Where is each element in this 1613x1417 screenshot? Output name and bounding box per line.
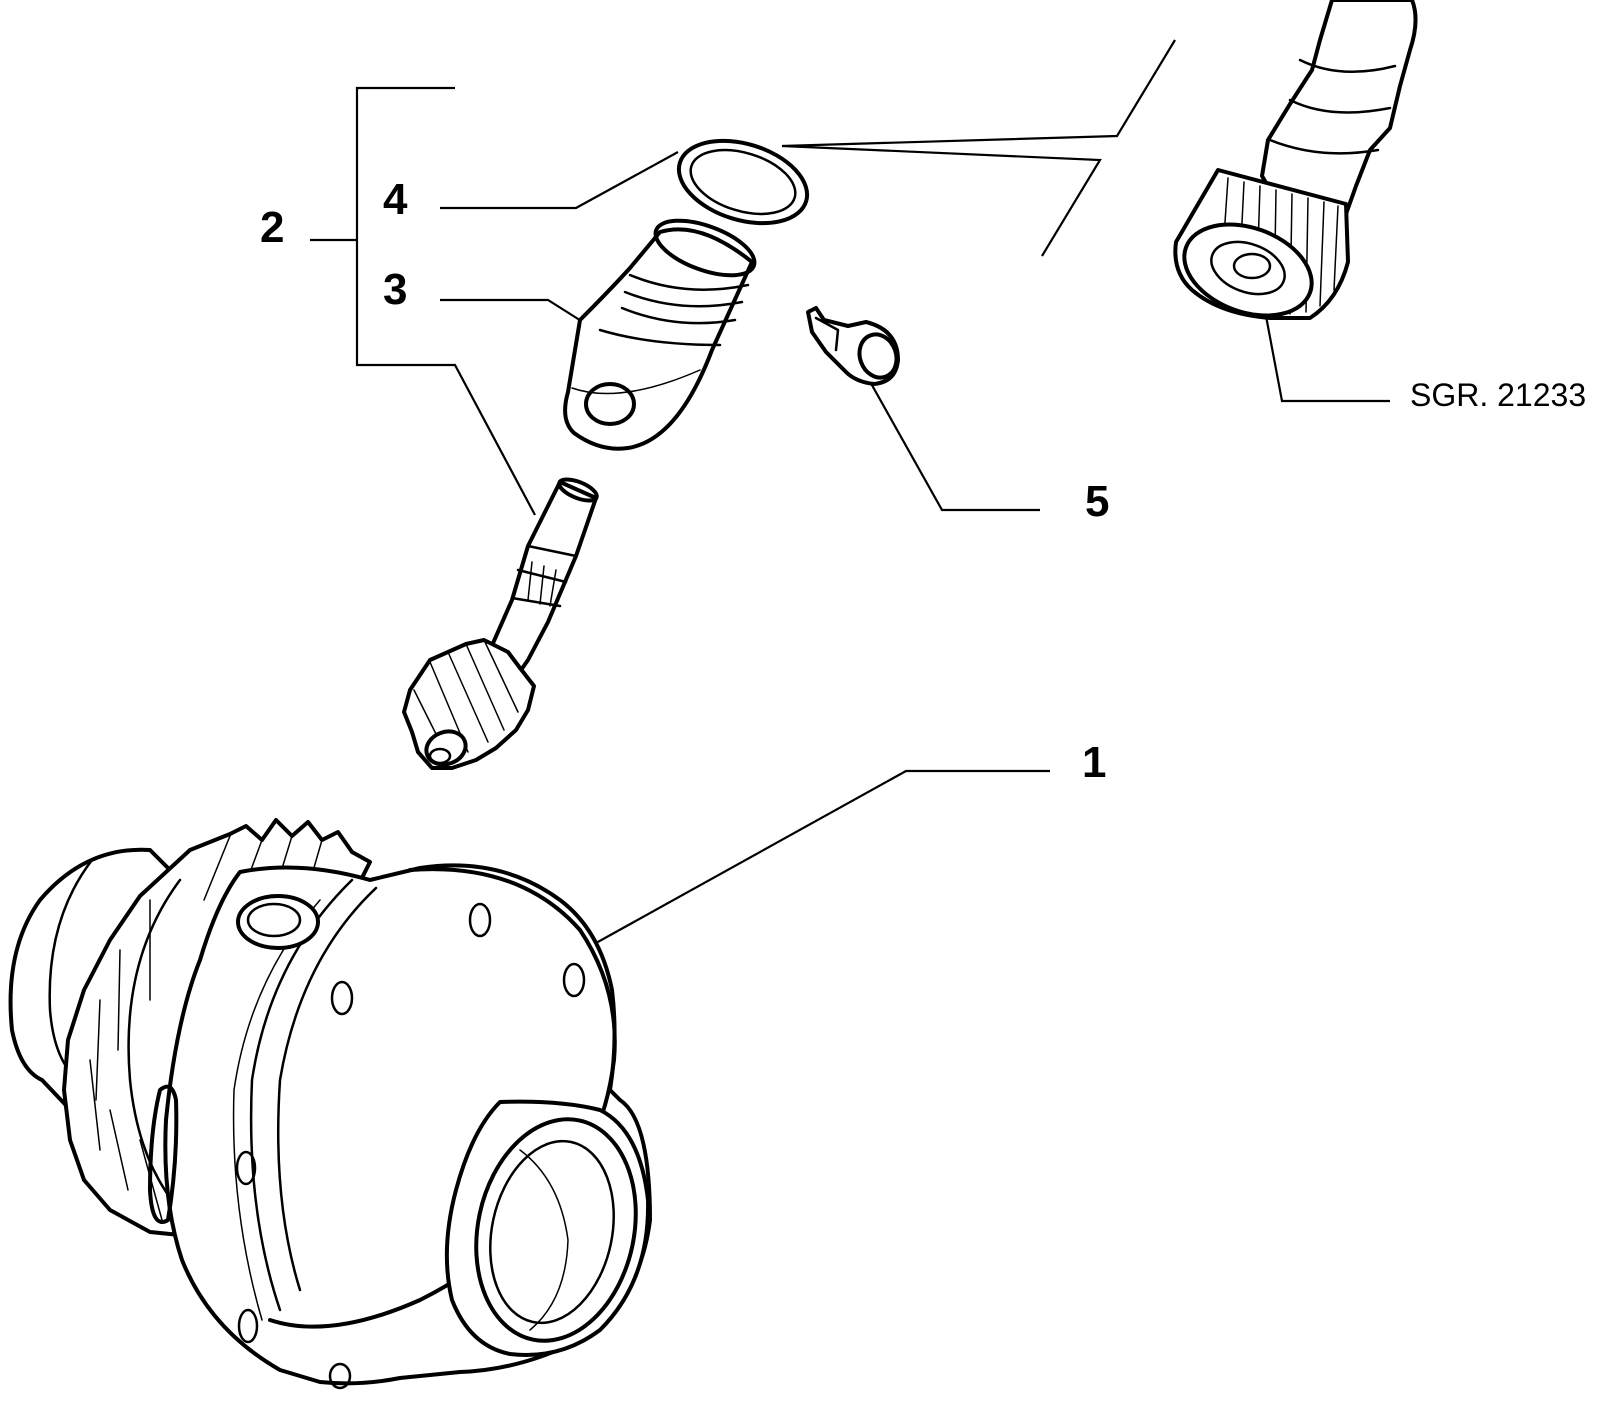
leader-5: [867, 377, 1040, 512]
callout-2: 2: [260, 203, 284, 252]
callout-1: 1: [1082, 738, 1106, 787]
leader-lines: [310, 39, 1390, 944]
callout-3: 3: [383, 265, 407, 314]
leader-4: [440, 151, 679, 210]
bolt-part-5: [806, 306, 900, 386]
bracket-group-2: [355, 86, 536, 516]
differential-housing-part-1: [8, 818, 652, 1390]
callout-4: 4: [383, 175, 408, 224]
bushing-part-3: [563, 218, 757, 451]
leader-1: [595, 769, 1050, 944]
callout-labels: 2 4 3 5 1 SGR. 21233: [260, 175, 1586, 787]
callout-5: 5: [1085, 477, 1109, 526]
break-line: [781, 39, 1176, 257]
speedometer-cable-connector: [1173, 0, 1418, 320]
drive-gear-shaft: [402, 477, 599, 770]
o-ring-part-4: [676, 138, 810, 226]
leader-reference: [1264, 315, 1390, 403]
reference-code: SGR. 21233: [1410, 377, 1586, 413]
